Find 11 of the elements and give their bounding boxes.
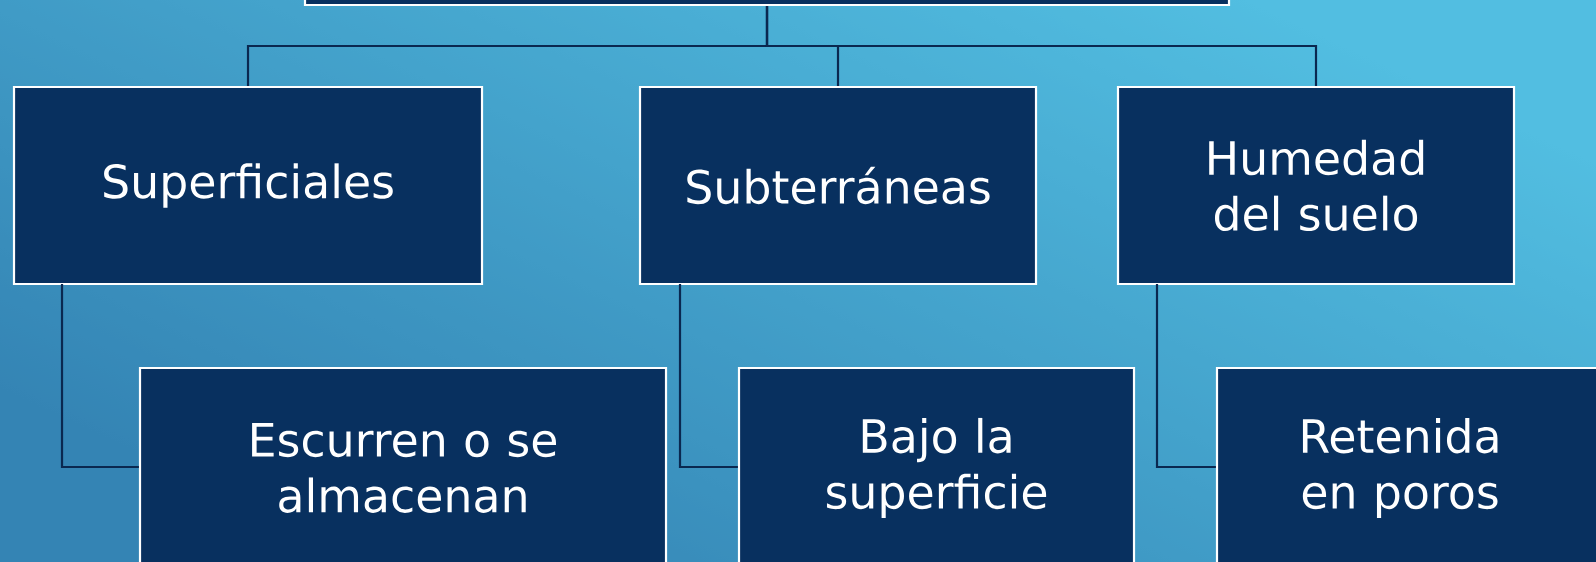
category-box: Subterráneas	[638, 85, 1038, 286]
connector-line	[1155, 284, 1216, 469]
category-box: Retenida en poros	[1215, 366, 1596, 562]
connector-line	[60, 284, 139, 469]
empty-box	[303, 0, 1231, 7]
category-box: Escurren o se almacenan	[138, 366, 668, 562]
category-box: Humedad del suelo	[1116, 85, 1516, 286]
connector-line	[765, 6, 1318, 86]
category-box: Bajo la superficie	[737, 366, 1136, 562]
category-box: Superficiales	[12, 85, 484, 286]
connector-line	[678, 284, 738, 469]
